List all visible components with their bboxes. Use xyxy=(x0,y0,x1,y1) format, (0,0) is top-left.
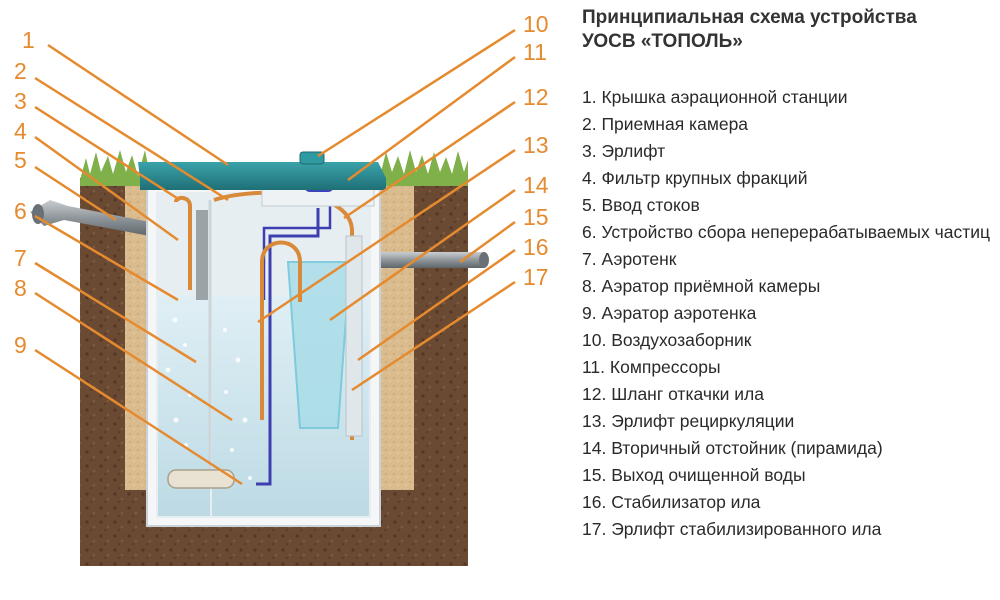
grid-filter xyxy=(196,210,208,300)
legend-item: 4. Фильтр крупных фракций xyxy=(582,165,992,192)
callout-number-14: 14 xyxy=(523,172,549,198)
callout-number-15: 15 xyxy=(523,204,549,230)
legend-panel: Принципиальная схема устройства УОСВ «ТО… xyxy=(582,6,992,543)
callout-number-1: 1 xyxy=(22,27,35,53)
legend-item: 15. Выход очищенной воды xyxy=(582,462,992,489)
legend-item: 16. Стабилизатор ила xyxy=(582,489,992,516)
callout-number-6: 6 xyxy=(14,198,27,224)
legend-item: 6. Устройство сбора неперерабатываемых ч… xyxy=(582,219,992,246)
callout-number-13: 13 xyxy=(523,132,549,158)
callout-number-10: 10 xyxy=(523,11,549,37)
legend-list: 1. Крышка аэрационной станции 2. Приемна… xyxy=(582,84,992,543)
legend-item: 10. Воздухозаборник xyxy=(582,327,992,354)
title-line-2: УОСВ «ТОПОЛЬ» xyxy=(582,31,743,52)
callout-number-7: 7 xyxy=(14,245,27,271)
callout-number-9: 9 xyxy=(14,332,27,358)
callout-number-17: 17 xyxy=(523,264,549,290)
legend-item: 8. Аэратор приёмной камеры xyxy=(582,273,992,300)
legend-item: 2. Приемная камера xyxy=(582,111,992,138)
legend-item: 11. Компрессоры xyxy=(582,354,992,381)
pyramid-settler xyxy=(288,262,350,428)
legend-item: 14. Вторичный отстойник (пирамида) xyxy=(582,435,992,462)
callout-number-3: 3 xyxy=(14,88,27,114)
leader-1 xyxy=(48,45,228,165)
legend-item: 13. Эрлифт рециркуляции xyxy=(582,408,992,435)
septic-station-diagram: 1 2 3 4 5 6 7 8 9 10 11 12 13 14 15 16 1… xyxy=(0,0,575,600)
leader-10 xyxy=(318,30,515,156)
title-line-1: Принципиальная схема устройства xyxy=(582,7,917,28)
tank xyxy=(138,152,386,526)
callout-number-11: 11 xyxy=(523,39,547,65)
sludge-stabilizer xyxy=(346,236,362,436)
callout-number-12: 12 xyxy=(523,84,549,110)
callout-number-16: 16 xyxy=(523,234,549,260)
callout-number-2: 2 xyxy=(14,58,27,84)
callout-number-5: 5 xyxy=(14,147,27,173)
legend-item: 1. Крышка аэрационной станции xyxy=(582,84,992,111)
legend-item: 9. Аэратор аэротенка xyxy=(582,300,992,327)
legend-item: 5. Ввод стоков xyxy=(582,192,992,219)
callout-number-8: 8 xyxy=(14,275,27,301)
legend-item: 12. Шланг откачки ила xyxy=(582,381,992,408)
legend-item: 17. Эрлифт стабилизированного ила xyxy=(582,516,992,543)
diagram-title: Принципиальная схема устройства УОСВ «ТО… xyxy=(582,6,992,54)
legend-item: 3. Эрлифт xyxy=(582,138,992,165)
callout-number-4: 4 xyxy=(14,118,27,144)
legend-item: 7. Аэротенк xyxy=(582,246,992,273)
